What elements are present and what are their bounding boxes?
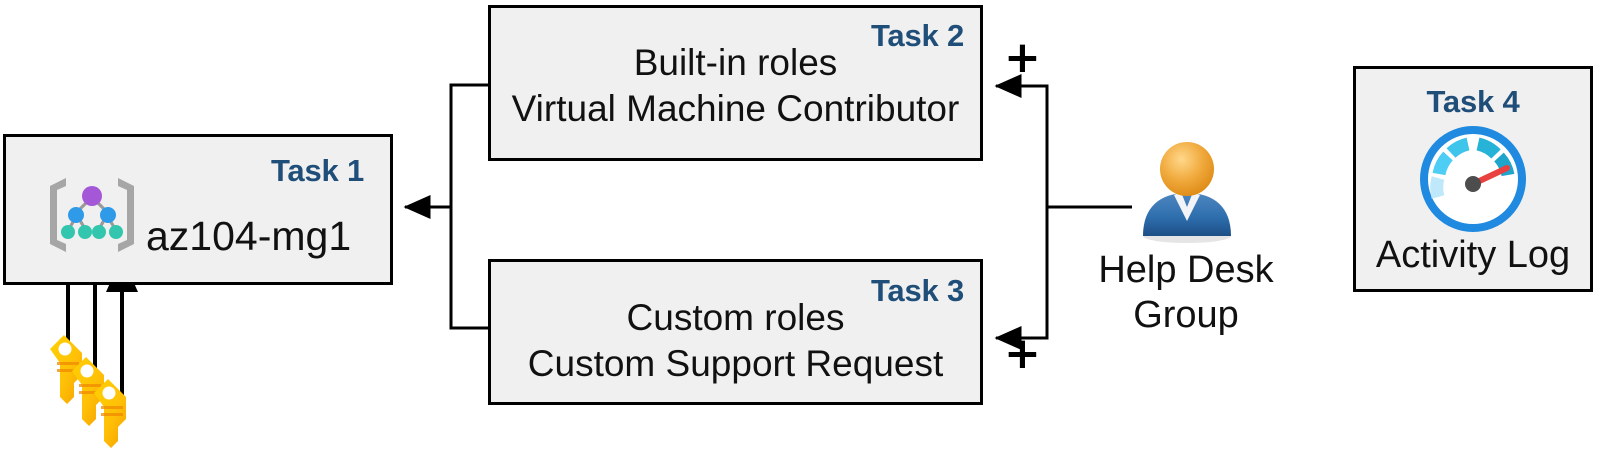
task-2-box[interactable]: Task 2 Built-in roles Virtual Machine Co… [488, 5, 983, 161]
help-desk-line-1: Help Desk [1098, 249, 1274, 291]
task-2-line-1: Built-in roles [633, 42, 838, 83]
task-3-box[interactable]: Task 3 Custom roles Custom Support Reque… [488, 259, 983, 405]
plus-icon-top: + [1004, 32, 1041, 83]
task-2-label: Task 2 [870, 18, 964, 53]
plus-icon-bottom: + [1004, 328, 1041, 379]
key-2 [72, 357, 104, 426]
key-3 [94, 379, 126, 448]
task-4-label: Task 4 [1426, 84, 1520, 119]
user-group-icon [1143, 142, 1231, 243]
task-1-box[interactable]: Task 1 az104-mg1 [3, 134, 393, 285]
task-3-line-2: Custom Support Request [527, 343, 944, 384]
management-group-icon [50, 178, 134, 252]
key-1 [50, 335, 82, 404]
task-1-title: az104-mg1 [146, 213, 352, 259]
keys-icon [50, 335, 126, 448]
task-4-title: Activity Log [1375, 234, 1571, 276]
task-3-label: Task 3 [870, 273, 964, 308]
gauge-icon [1420, 126, 1526, 232]
task-2-line-2: Virtual Machine Contributor [511, 88, 960, 129]
task-1-label: Task 1 [270, 153, 364, 188]
task-3-line-1: Custom roles [626, 297, 845, 338]
help-desk-group-caption: Help Desk Group [1080, 248, 1292, 338]
help-desk-line-2: Group [1133, 293, 1239, 336]
bracket-connector [403, 83, 488, 330]
task-4-box[interactable]: Task 4 Activity Log [1353, 66, 1593, 292]
